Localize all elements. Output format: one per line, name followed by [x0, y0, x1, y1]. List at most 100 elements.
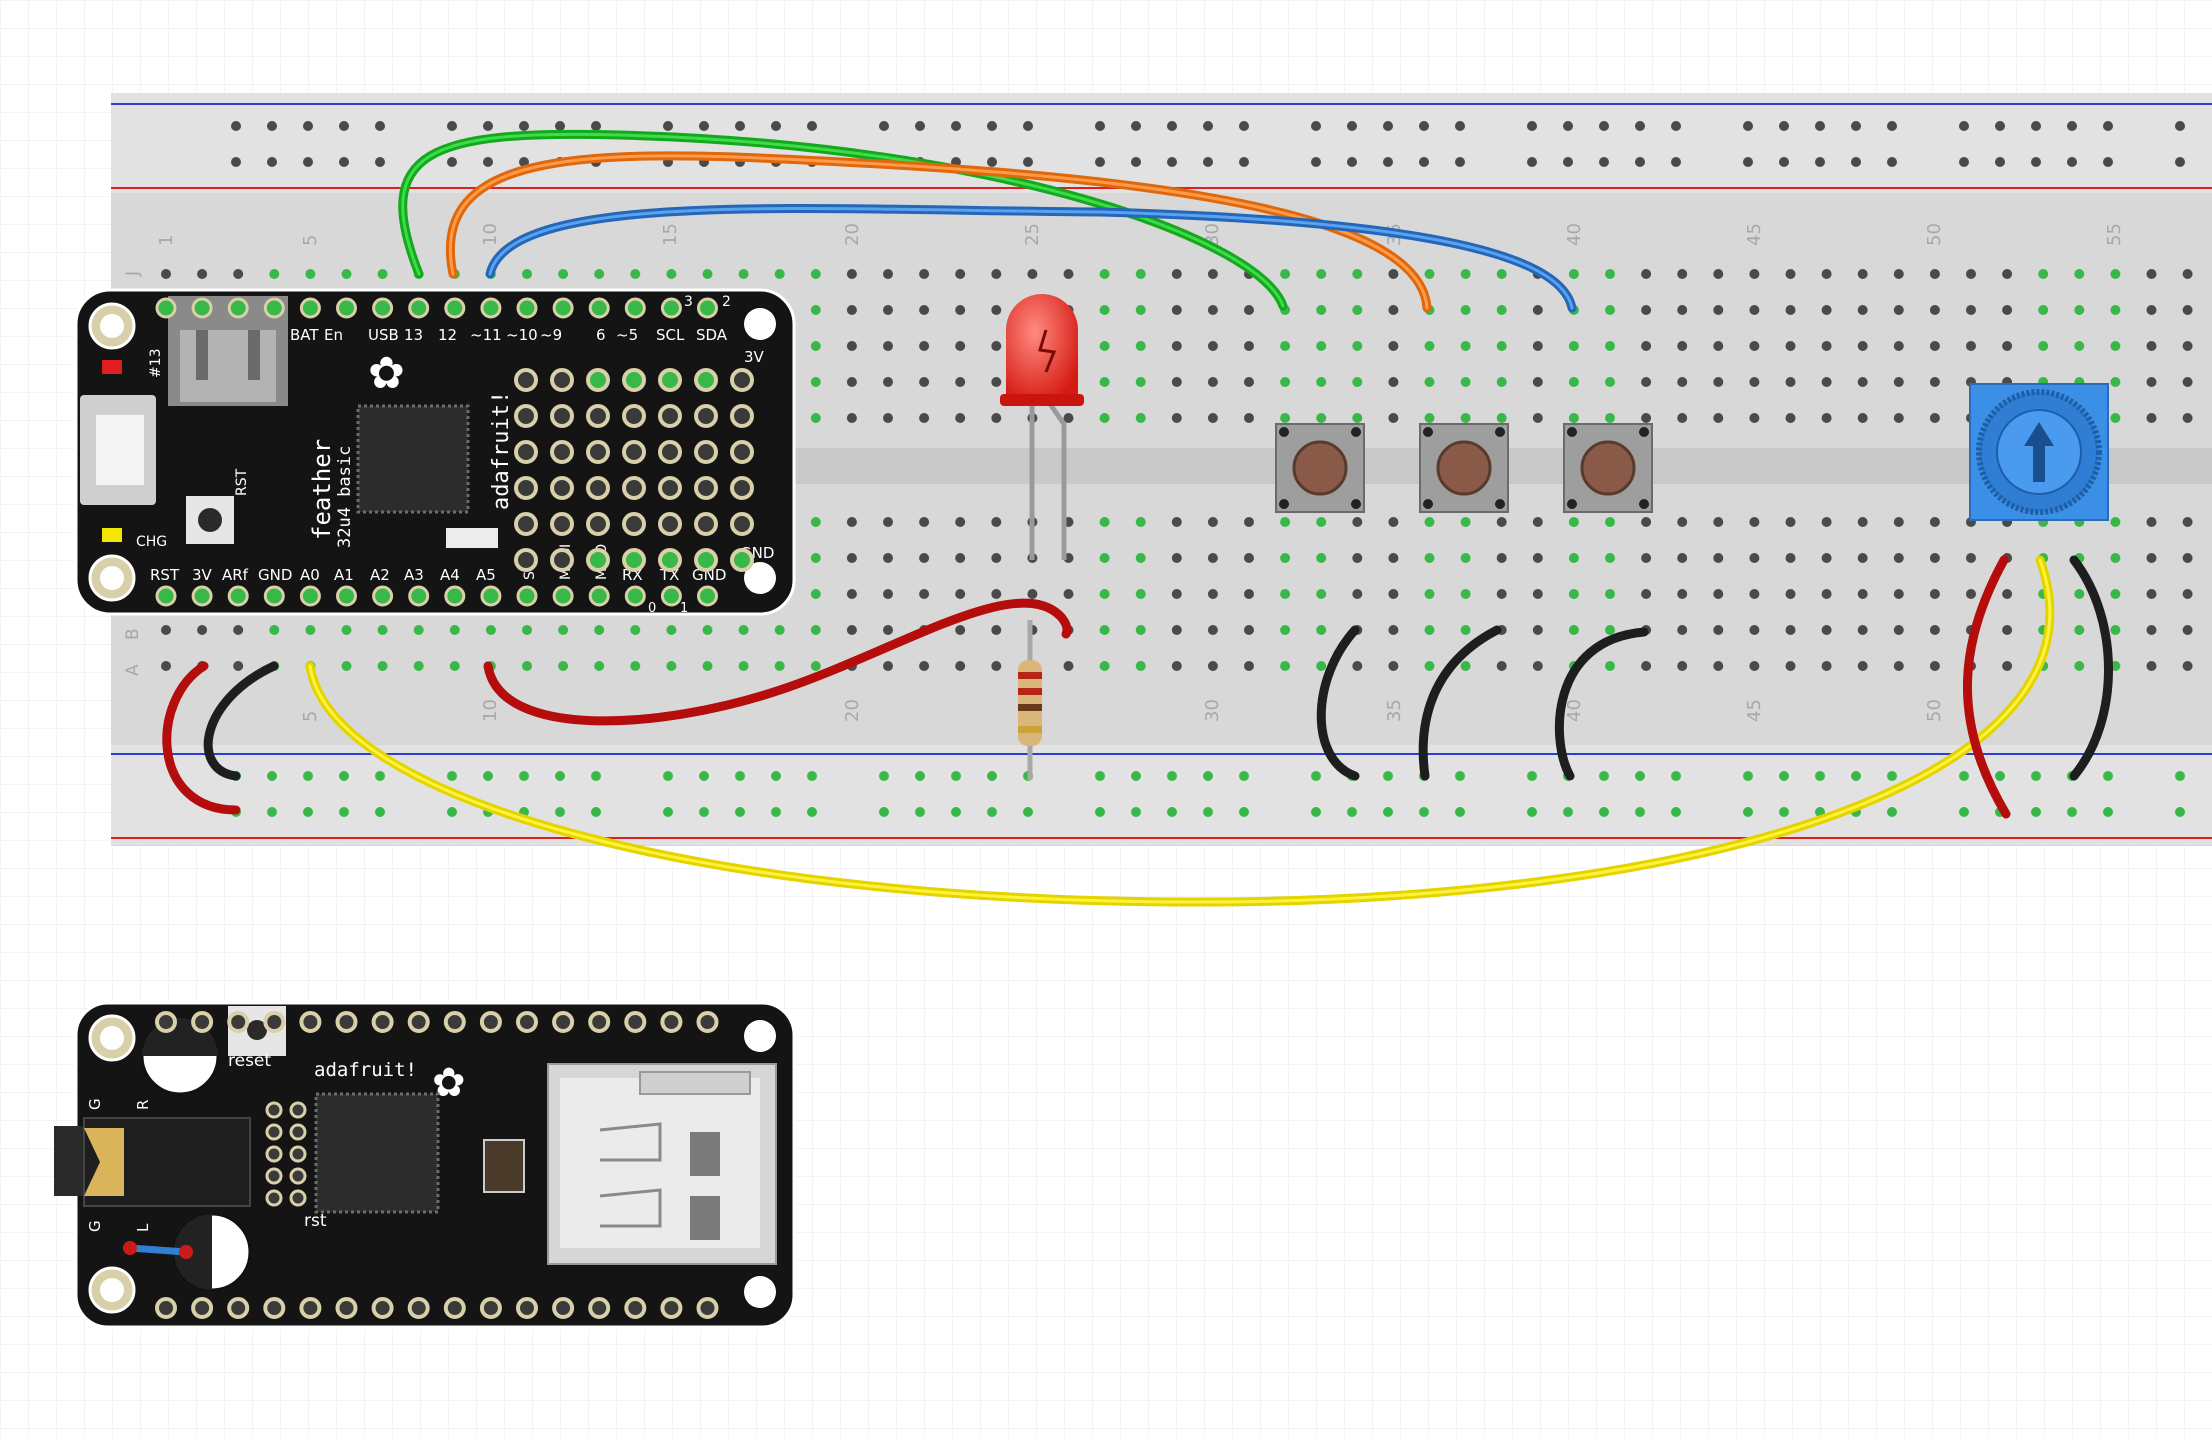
breadboard-hole	[1424, 269, 1435, 279]
wire-black-ground[interactable]	[203, 661, 279, 781]
breadboard-hole	[883, 517, 893, 527]
breadboard-hole	[2110, 517, 2121, 527]
wires	[162, 129, 2113, 907]
breadboard-hole	[2110, 625, 2121, 635]
potentiometer[interactable]	[1969, 383, 2109, 521]
mm-reset-cap	[247, 1020, 267, 1040]
breadboard-hole	[810, 517, 821, 527]
resistor[interactable]	[1018, 620, 1042, 780]
top-pin-label: SCL	[656, 326, 685, 344]
breadboard-hole	[1605, 305, 1615, 315]
led-leg-anode	[1047, 402, 1067, 560]
breadboard-hole	[1280, 589, 1291, 599]
rail-hole	[1131, 157, 1141, 167]
breadboard-hole	[991, 625, 1002, 635]
proto-pad	[622, 404, 646, 428]
breadboard-hole	[449, 661, 460, 671]
column-number: 45	[1744, 223, 1765, 246]
breadboard-hole	[1460, 553, 1471, 563]
rail-hole	[987, 807, 997, 817]
breadboard-hole	[1713, 413, 1724, 423]
push-button[interactable]	[1275, 423, 1365, 513]
rail-hole	[987, 771, 997, 781]
label-2-top: 2	[722, 294, 731, 310]
breadboard-hole	[1713, 341, 1724, 351]
breadboard-hole	[1424, 661, 1435, 671]
breadboard-hole	[1207, 413, 1218, 423]
mm-bottom-pad	[263, 1297, 286, 1319]
music-maker-featherwing: reset rst adafruit! ✿ G R G L	[54, 1001, 796, 1329]
breadboard-hole	[558, 661, 569, 671]
breadboard-hole	[1821, 377, 1832, 387]
rail-hole	[1779, 807, 1789, 817]
rail-hole	[2031, 771, 2041, 781]
rail-hole	[1779, 771, 1789, 781]
rail-hole	[915, 771, 925, 781]
column-number: 25	[1022, 223, 1043, 246]
breadboard-hole	[1749, 553, 1760, 563]
rail-hole	[1995, 121, 2005, 131]
breadboard-hole	[1929, 625, 1940, 635]
breadboard-hole	[233, 625, 244, 635]
sd-spring-1	[599, 1122, 662, 1162]
rail-hole	[1743, 771, 1753, 781]
column-number: 40	[1564, 223, 1585, 246]
feather-32u4-board: ✿ feather 32u4 basic adafruit! #13 RST C…	[74, 288, 796, 616]
mm-side-pad	[289, 1123, 307, 1141]
breadboard-hole	[1749, 413, 1760, 423]
top-pin-pad	[516, 297, 538, 319]
mm-mount-hole-br	[744, 1276, 776, 1308]
wire-black-btn1[interactable]	[1316, 625, 1360, 781]
breadboard-hole	[1641, 589, 1652, 599]
breadboard-hole	[1171, 413, 1182, 423]
rail-hole	[339, 807, 349, 817]
breadboard-hole	[1135, 553, 1146, 563]
rail-hole	[1167, 157, 1177, 167]
breadboard-hole	[522, 661, 532, 671]
push-button[interactable]	[1419, 423, 1509, 513]
breadboard-hole	[883, 305, 893, 315]
breadboard-hole	[1532, 661, 1543, 671]
red-led[interactable]	[1000, 294, 1084, 560]
breadboard-hole	[2146, 413, 2157, 423]
breadboard-hole	[883, 377, 893, 387]
proto-pad	[514, 476, 538, 500]
wire-red-pot[interactable]	[1962, 555, 2011, 819]
rail-hole	[1635, 157, 1645, 167]
wire-black-pot[interactable]	[2069, 555, 2113, 781]
wire-black-btn3[interactable]	[1554, 627, 1649, 781]
wire-red-power[interactable]	[162, 661, 241, 815]
rail-hole	[987, 157, 997, 167]
rail-hole	[879, 771, 889, 781]
wire-red-a5-to-led[interactable]	[483, 598, 1072, 726]
push-button[interactable]	[1563, 423, 1653, 513]
rail-hole	[1527, 807, 1537, 817]
breadboard-hole	[594, 269, 605, 279]
breadboard-hole	[1207, 553, 1218, 563]
breadboard-hole	[1568, 341, 1579, 351]
breadboard-hole	[1352, 341, 1363, 351]
wire-black-btn2[interactable]	[1418, 625, 1502, 781]
breadboard-hole	[1857, 413, 1868, 423]
rail-hole	[1167, 771, 1177, 781]
breadboard-hole	[1785, 553, 1796, 563]
mm-bottom-pad	[443, 1297, 466, 1319]
breadboard-hole	[341, 625, 352, 635]
breadboard-hole	[1099, 269, 1110, 279]
breadboard-hole	[883, 625, 893, 635]
button-corner	[1351, 427, 1361, 437]
board-subtitle: 32u4 basic	[335, 446, 355, 548]
breadboard-hole	[1207, 625, 1218, 635]
proto-pad	[730, 440, 754, 464]
rail-hole	[1455, 157, 1465, 167]
band-4	[1018, 726, 1042, 733]
breadboard-hole	[2110, 341, 2121, 351]
breadboard-hole	[1496, 305, 1507, 315]
label-3-top: 3	[684, 294, 693, 310]
column-number: 20	[842, 223, 863, 246]
mm-top-pad	[191, 1011, 214, 1033]
breadboard-hole	[1496, 341, 1507, 351]
breadboard-hole	[919, 589, 930, 599]
